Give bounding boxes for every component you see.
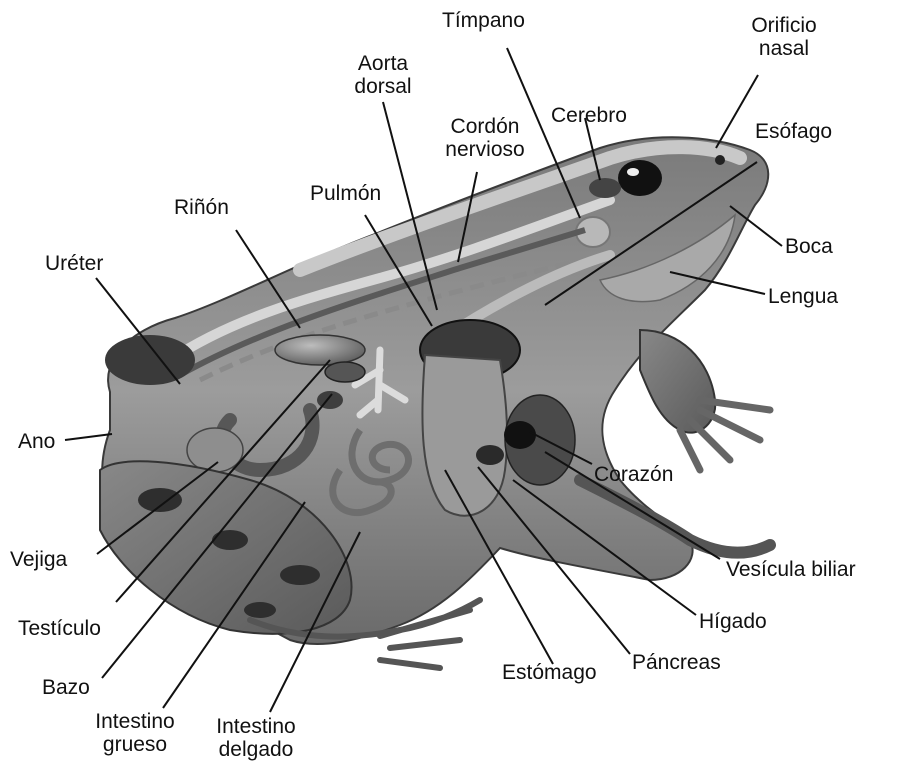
label-timpano: Tímpano	[442, 9, 525, 32]
label-aorta-dorsal-line2: dorsal	[338, 75, 428, 98]
label-estomago: Estómago	[502, 661, 597, 684]
label-vejiga: Vejiga	[10, 548, 67, 571]
testis	[325, 362, 365, 382]
label-testiculo: Testículo	[18, 617, 101, 640]
label-intestino-grueso-line2: grueso	[85, 733, 185, 756]
label-bazo: Bazo	[42, 676, 90, 699]
pancreas	[476, 445, 504, 465]
label-aorta-dorsal-line1: Aorta	[338, 52, 428, 75]
label-intestino-delgado: Intestino delgado	[206, 715, 306, 761]
label-intestino-delgado-line1: Intestino	[206, 715, 306, 738]
label-rinon: Riñón	[174, 196, 229, 219]
label-intestino-grueso-line1: Intestino	[85, 710, 185, 733]
label-ureter: Uréter	[45, 252, 103, 275]
label-ano: Ano	[18, 430, 55, 453]
back-spot	[105, 335, 195, 385]
label-orificio-nasal-line2: nasal	[736, 37, 832, 60]
label-higado: Hígado	[699, 610, 767, 633]
label-orificio-nasal-line1: Orificio	[736, 14, 832, 37]
kidney	[275, 335, 365, 365]
label-vesicula-biliar: Vesícula biliar	[726, 558, 856, 581]
label-cordon-nervioso: Cordón nervioso	[435, 115, 535, 161]
label-boca: Boca	[785, 235, 833, 258]
label-pancreas: Páncreas	[632, 651, 721, 674]
label-corazon: Corazón	[594, 463, 673, 486]
label-cordon-nervioso-line2: nervioso	[435, 138, 535, 161]
label-intestino-delgado-line2: delgado	[206, 738, 306, 761]
label-orificio-nasal: Orificio nasal	[736, 14, 832, 60]
gallbladder	[504, 421, 536, 449]
label-aorta-dorsal: Aorta dorsal	[338, 52, 428, 98]
label-esofago: Esófago	[755, 120, 832, 143]
label-cordon-nervioso-line1: Cordón	[435, 115, 535, 138]
eye	[618, 160, 662, 196]
eye-highlight	[627, 168, 639, 176]
nostril	[715, 155, 725, 165]
label-cerebro: Cerebro	[551, 104, 627, 127]
label-pulmon: Pulmón	[310, 182, 381, 205]
front-leg	[640, 330, 715, 433]
stomach	[422, 355, 507, 516]
brain	[589, 178, 621, 198]
label-lengua: Lengua	[768, 285, 838, 308]
label-intestino-grueso: Intestino grueso	[85, 710, 185, 756]
